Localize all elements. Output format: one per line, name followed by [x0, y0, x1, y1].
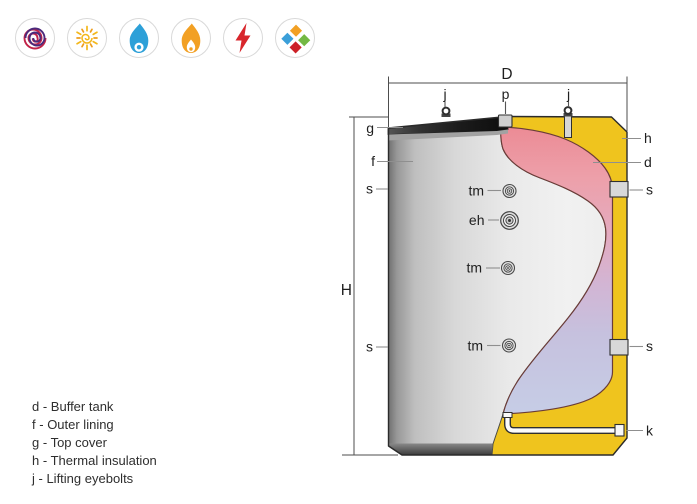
sensor-eh — [500, 211, 519, 230]
callout-thermal-insulation: h — [644, 130, 652, 146]
callout-socket-left-upper: s — [366, 181, 373, 197]
legend-item-buffer-tank: d - Buffer tank — [32, 399, 114, 414]
callout-thermometer-2: tm — [466, 260, 482, 276]
energy-source-icons — [15, 18, 315, 58]
legend: d - Buffer tank f - Outer lining g - Top… — [32, 398, 157, 488]
callout-outer-lining: f — [371, 153, 375, 169]
callout-thermometer-3: tm — [467, 338, 483, 354]
sensor-tm-1 — [502, 183, 517, 199]
callout-eyebolt-right: j — [566, 86, 570, 102]
sun-icon — [67, 18, 107, 58]
callout-top-cover: g — [366, 120, 374, 136]
callout-thermometer-1: tm — [468, 183, 484, 199]
top-cover-rim — [388, 129, 508, 141]
callout-drain: k — [646, 423, 654, 439]
lightning-icon — [223, 18, 263, 58]
callout-buffer-tank: d — [644, 154, 652, 170]
drain-pipe — [502, 412, 625, 437]
callout-socket-left-lower: s — [366, 339, 373, 355]
sensor-tm-3 — [501, 338, 517, 353]
legend-item-thermal-insulation: h - Thermal insulation — [32, 453, 157, 468]
callout-socket-right-upper: s — [646, 182, 653, 198]
top-port-fitting — [497, 114, 513, 128]
spiral-icon — [15, 18, 55, 58]
callout-top-port: p — [502, 86, 510, 102]
socket-right-upper — [609, 180, 629, 198]
dimension-height: H — [341, 116, 398, 456]
orange-flame-icon — [171, 18, 211, 58]
socket-right-lower — [609, 338, 629, 356]
callout-eyebolt-left: j — [442, 86, 446, 102]
buffer-tank-region — [499, 126, 614, 415]
callouts: j p j g f s s h d s s k tm e — [366, 86, 654, 439]
height-label: H — [341, 282, 352, 299]
diamonds-icon — [275, 18, 315, 58]
callout-electric-heater: eh — [469, 212, 485, 228]
legend-item-outer-lining: f - Outer lining — [32, 417, 114, 432]
legend-item-top-cover: g - Top cover — [32, 435, 107, 450]
legend-item-lifting-eyebolts: j - Lifting eyebolts — [32, 471, 134, 486]
lifting-eyebolt-left — [441, 106, 451, 117]
callout-socket-right-lower: s — [646, 338, 653, 354]
dimension-diameter: D — [388, 66, 628, 131]
diameter-label: D — [501, 66, 512, 83]
sensor-tm-2 — [500, 260, 516, 276]
lining-bottom-band — [388, 443, 493, 455]
blue-flame-icon — [119, 18, 159, 58]
lifting-eyebolt-right — [563, 106, 573, 138]
